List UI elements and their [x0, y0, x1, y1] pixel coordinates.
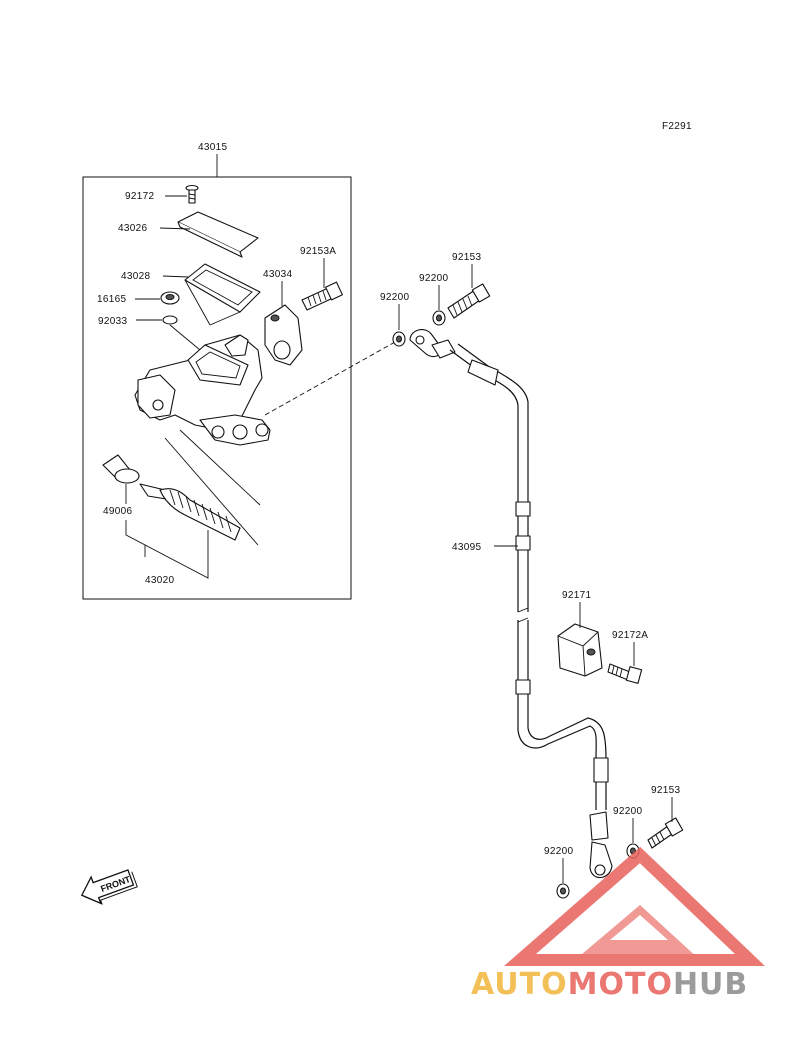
banjo-bolt-bottom [647, 817, 684, 849]
logo-part-hub: HUB [673, 967, 748, 1002]
o-ring [162, 315, 178, 325]
label-piston-set: 43020 [145, 575, 174, 586]
clamp-bolt [301, 281, 343, 311]
label-cap: 43026 [118, 223, 147, 234]
screw-part [185, 184, 199, 204]
label-screw: 92172 [125, 191, 154, 202]
label-washer-top-inner: 92200 [419, 273, 448, 284]
logo-part-auto: AUTO [471, 967, 568, 1002]
label-master-cylinder: 43015 [198, 142, 227, 153]
label-banjo-bolt-top: 92153 [452, 252, 481, 263]
washer-top-inner [432, 310, 446, 326]
label-clamp: 43034 [263, 269, 292, 280]
label-clamp-bolt: 92153A [300, 246, 336, 257]
banjo-bolt-top [447, 283, 491, 319]
label-washer-bottom-upper: 92200 [613, 806, 642, 817]
clamp-part [264, 304, 303, 366]
automotohub-logo: AUTOMOTOHUB [471, 846, 765, 1002]
label-banjo-bolt-bottom: 92153 [651, 785, 680, 796]
front-arrow-icon: FRONT [80, 869, 138, 905]
label-washer-top-outer: 92200 [380, 292, 409, 303]
hose-holder [557, 623, 603, 677]
label-hose: 43095 [452, 542, 481, 553]
figure-code: F2291 [662, 121, 692, 132]
master-cylinder-body [134, 334, 271, 446]
brake-hose [409, 329, 613, 879]
label-o-ring: 92033 [98, 316, 127, 327]
svg-text:AUTOMOTOHUB: AUTOMOTOHUB [471, 967, 748, 1002]
washer-bottom-lower [556, 883, 570, 899]
label-holder-bolt: 92172A [612, 630, 648, 641]
logo-part-moto: MOTO [568, 967, 673, 1002]
label-washer-bottom-lower: 92200 [544, 846, 573, 857]
label-diaphragm: 43028 [121, 271, 150, 282]
label-plate: 16165 [97, 294, 126, 305]
piston-assembly [102, 454, 241, 541]
washer-top-outer [392, 331, 406, 347]
diaphragm [184, 263, 261, 313]
label-hose-holder: 92171 [562, 590, 591, 601]
holder-bolt [607, 663, 643, 684]
label-boot: 49006 [103, 506, 132, 517]
